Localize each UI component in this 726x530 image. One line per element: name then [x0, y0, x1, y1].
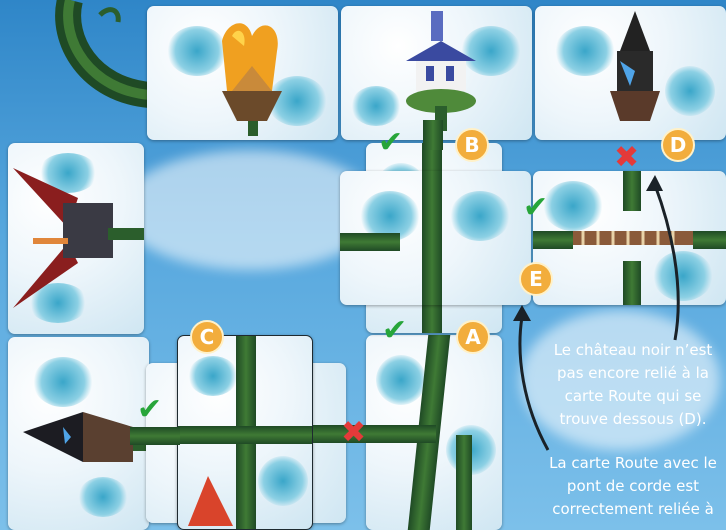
beanstalk-icon — [693, 231, 726, 249]
beanstalk-icon — [456, 435, 472, 530]
beanstalk-icon — [422, 171, 442, 305]
check-icon: ✔ — [378, 128, 403, 158]
beanstalk-icon — [623, 261, 641, 305]
beanstalk-icon — [423, 120, 443, 150]
tent-icon — [178, 466, 238, 530]
note-bridge-card: La carte Route avec le pont de corde est… — [548, 452, 718, 521]
beanstalk-icon — [366, 425, 436, 443]
check-icon: ✔ — [523, 193, 548, 223]
beanstalk-icon — [178, 426, 313, 444]
road-card-horizontal — [340, 171, 531, 305]
castle-icon — [192, 11, 302, 136]
castle-icon — [595, 11, 675, 131]
road-card-e-bridge — [533, 171, 726, 305]
beanstalk-icon — [130, 427, 180, 445]
road-card-a — [366, 335, 502, 530]
beanstalk-icon — [340, 233, 400, 251]
castle-card-fire — [147, 6, 338, 140]
badge-e: E — [519, 262, 553, 296]
castle-card-black-left — [8, 337, 149, 530]
beanstalk-icon — [533, 231, 573, 249]
castle-icon — [391, 6, 491, 131]
castle-card-red — [8, 143, 144, 334]
castle-icon — [8, 158, 144, 318]
check-icon: ✔ — [382, 316, 407, 346]
check-icon: ✔ — [137, 395, 162, 425]
cross-icon: ✖ — [341, 418, 366, 448]
badge-a: A — [456, 320, 490, 354]
road-card-c — [177, 335, 313, 530]
badge-d: D — [661, 128, 695, 162]
arrow-icon — [640, 175, 690, 345]
beanstalk-icon — [623, 171, 641, 211]
note-black-castle: Le château noir n’est pas encore relié à… — [540, 339, 726, 431]
badge-b: B — [455, 128, 489, 162]
badge-c: C — [190, 320, 224, 354]
castle-card-black-top — [535, 6, 726, 140]
beanstalk-icon — [0, 0, 160, 110]
cross-icon: ✖ — [614, 143, 639, 173]
